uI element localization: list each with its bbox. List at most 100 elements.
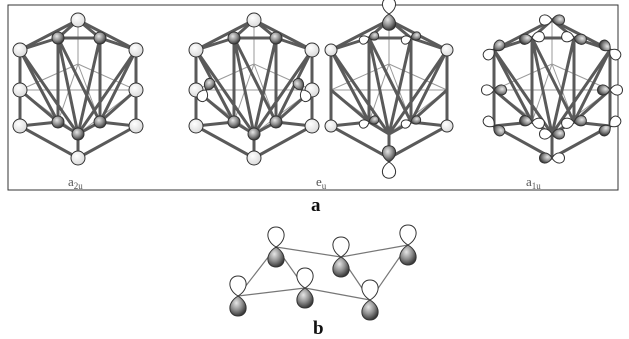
lobe-light (304, 42, 320, 58)
lobe-light (12, 42, 28, 58)
lobe-dark (51, 115, 65, 129)
panel-a-frame (7, 4, 619, 191)
bond (329, 48, 391, 136)
orbital-lobe (267, 226, 285, 248)
bond (194, 18, 256, 52)
orbital-lobe (229, 275, 247, 297)
p-orbital-icon (381, 145, 397, 179)
orbital-lobe (196, 89, 209, 103)
lobe-dark (269, 115, 283, 129)
lobe-light (128, 42, 144, 58)
lobe-light (304, 118, 320, 134)
bond (18, 48, 60, 124)
bond (550, 36, 576, 136)
orbital-lobe (538, 128, 553, 140)
bond (18, 48, 80, 136)
lobe-dark (51, 31, 65, 45)
lobe-dark (227, 31, 241, 45)
orbital-lobe (399, 244, 417, 266)
orbital-lobe (482, 115, 495, 128)
orbital-lobe (267, 246, 285, 268)
orbital-lobe (609, 115, 622, 128)
bond (194, 48, 256, 136)
lobe-light (12, 82, 28, 98)
p-orbital-icon (561, 115, 587, 129)
orbital-lobe (400, 35, 412, 45)
lobe-light (324, 43, 338, 57)
orbital-lobe (480, 84, 495, 96)
label-eu: eu (316, 174, 327, 191)
p-orbital-icon (598, 115, 622, 137)
bond (367, 36, 391, 136)
orbital-lobe (400, 119, 412, 129)
lobe-light (440, 43, 454, 57)
orbital-lobe (493, 39, 506, 52)
orbital-lobe (573, 115, 587, 127)
p-orbital-icon (229, 275, 247, 317)
bond (76, 18, 138, 52)
orbital-lobe (368, 115, 380, 125)
orbital-lobe (551, 14, 566, 26)
lobe-dark (227, 115, 241, 129)
orbital-lobe (538, 152, 553, 164)
bond-back (388, 63, 448, 91)
orbital-lobe (609, 84, 624, 96)
lobe-light (188, 42, 204, 58)
orbital-lobe (482, 48, 495, 61)
orbital-lobe (596, 84, 611, 96)
lobe-dark (269, 31, 283, 45)
orbital-lobe (381, 145, 397, 163)
orbital-lobe (381, 0, 397, 15)
bond (329, 88, 371, 124)
bond (367, 36, 413, 124)
p-orbital-icon (538, 152, 566, 164)
bond (76, 48, 138, 136)
lobe-dark (247, 127, 261, 141)
orbital-lobe (361, 279, 379, 301)
p-orbital-icon (561, 31, 587, 45)
lobe-light (246, 12, 262, 28)
bond (194, 124, 256, 160)
bond (530, 36, 554, 136)
label-a1u: a1u (526, 174, 541, 191)
orbital-lobe (573, 33, 587, 45)
bond (329, 48, 371, 124)
bond (252, 48, 314, 136)
bond (56, 36, 102, 124)
bond-back (77, 63, 137, 91)
orbital-lobe (229, 295, 247, 317)
lobe-light (246, 150, 262, 166)
bond (252, 18, 314, 52)
p-orbital-icon (482, 115, 506, 137)
bond (76, 36, 102, 136)
orbital-lobe (399, 224, 417, 246)
bond (252, 124, 314, 160)
orbital-lobe (332, 236, 350, 258)
orbital-lobe (332, 256, 350, 278)
ring-bond (275, 246, 342, 258)
orbital-lobe (381, 161, 397, 179)
lobe-light (188, 118, 204, 134)
bond-back (330, 63, 390, 91)
orbital-lobe (551, 128, 566, 140)
orbital-lobe (296, 267, 314, 289)
panel-b-label: b (313, 318, 324, 339)
bond (18, 18, 80, 52)
lobe-light (440, 119, 454, 133)
p-orbital-icon (361, 279, 379, 321)
lobe-dark (71, 127, 85, 141)
bond (387, 36, 413, 136)
p-orbital-icon (381, 0, 397, 31)
orbital-lobe (361, 299, 379, 321)
lobe-light (70, 12, 86, 28)
p-orbital-icon (482, 39, 506, 61)
p-orbital-icon (538, 14, 566, 26)
bond (530, 36, 576, 124)
bond (98, 48, 138, 124)
p-orbital-icon (400, 31, 422, 45)
bond (329, 124, 391, 160)
icosahedron-a1u (480, 14, 624, 164)
bond (252, 36, 278, 136)
orbital-lobe (368, 31, 380, 41)
orbital-lobe (531, 117, 545, 129)
